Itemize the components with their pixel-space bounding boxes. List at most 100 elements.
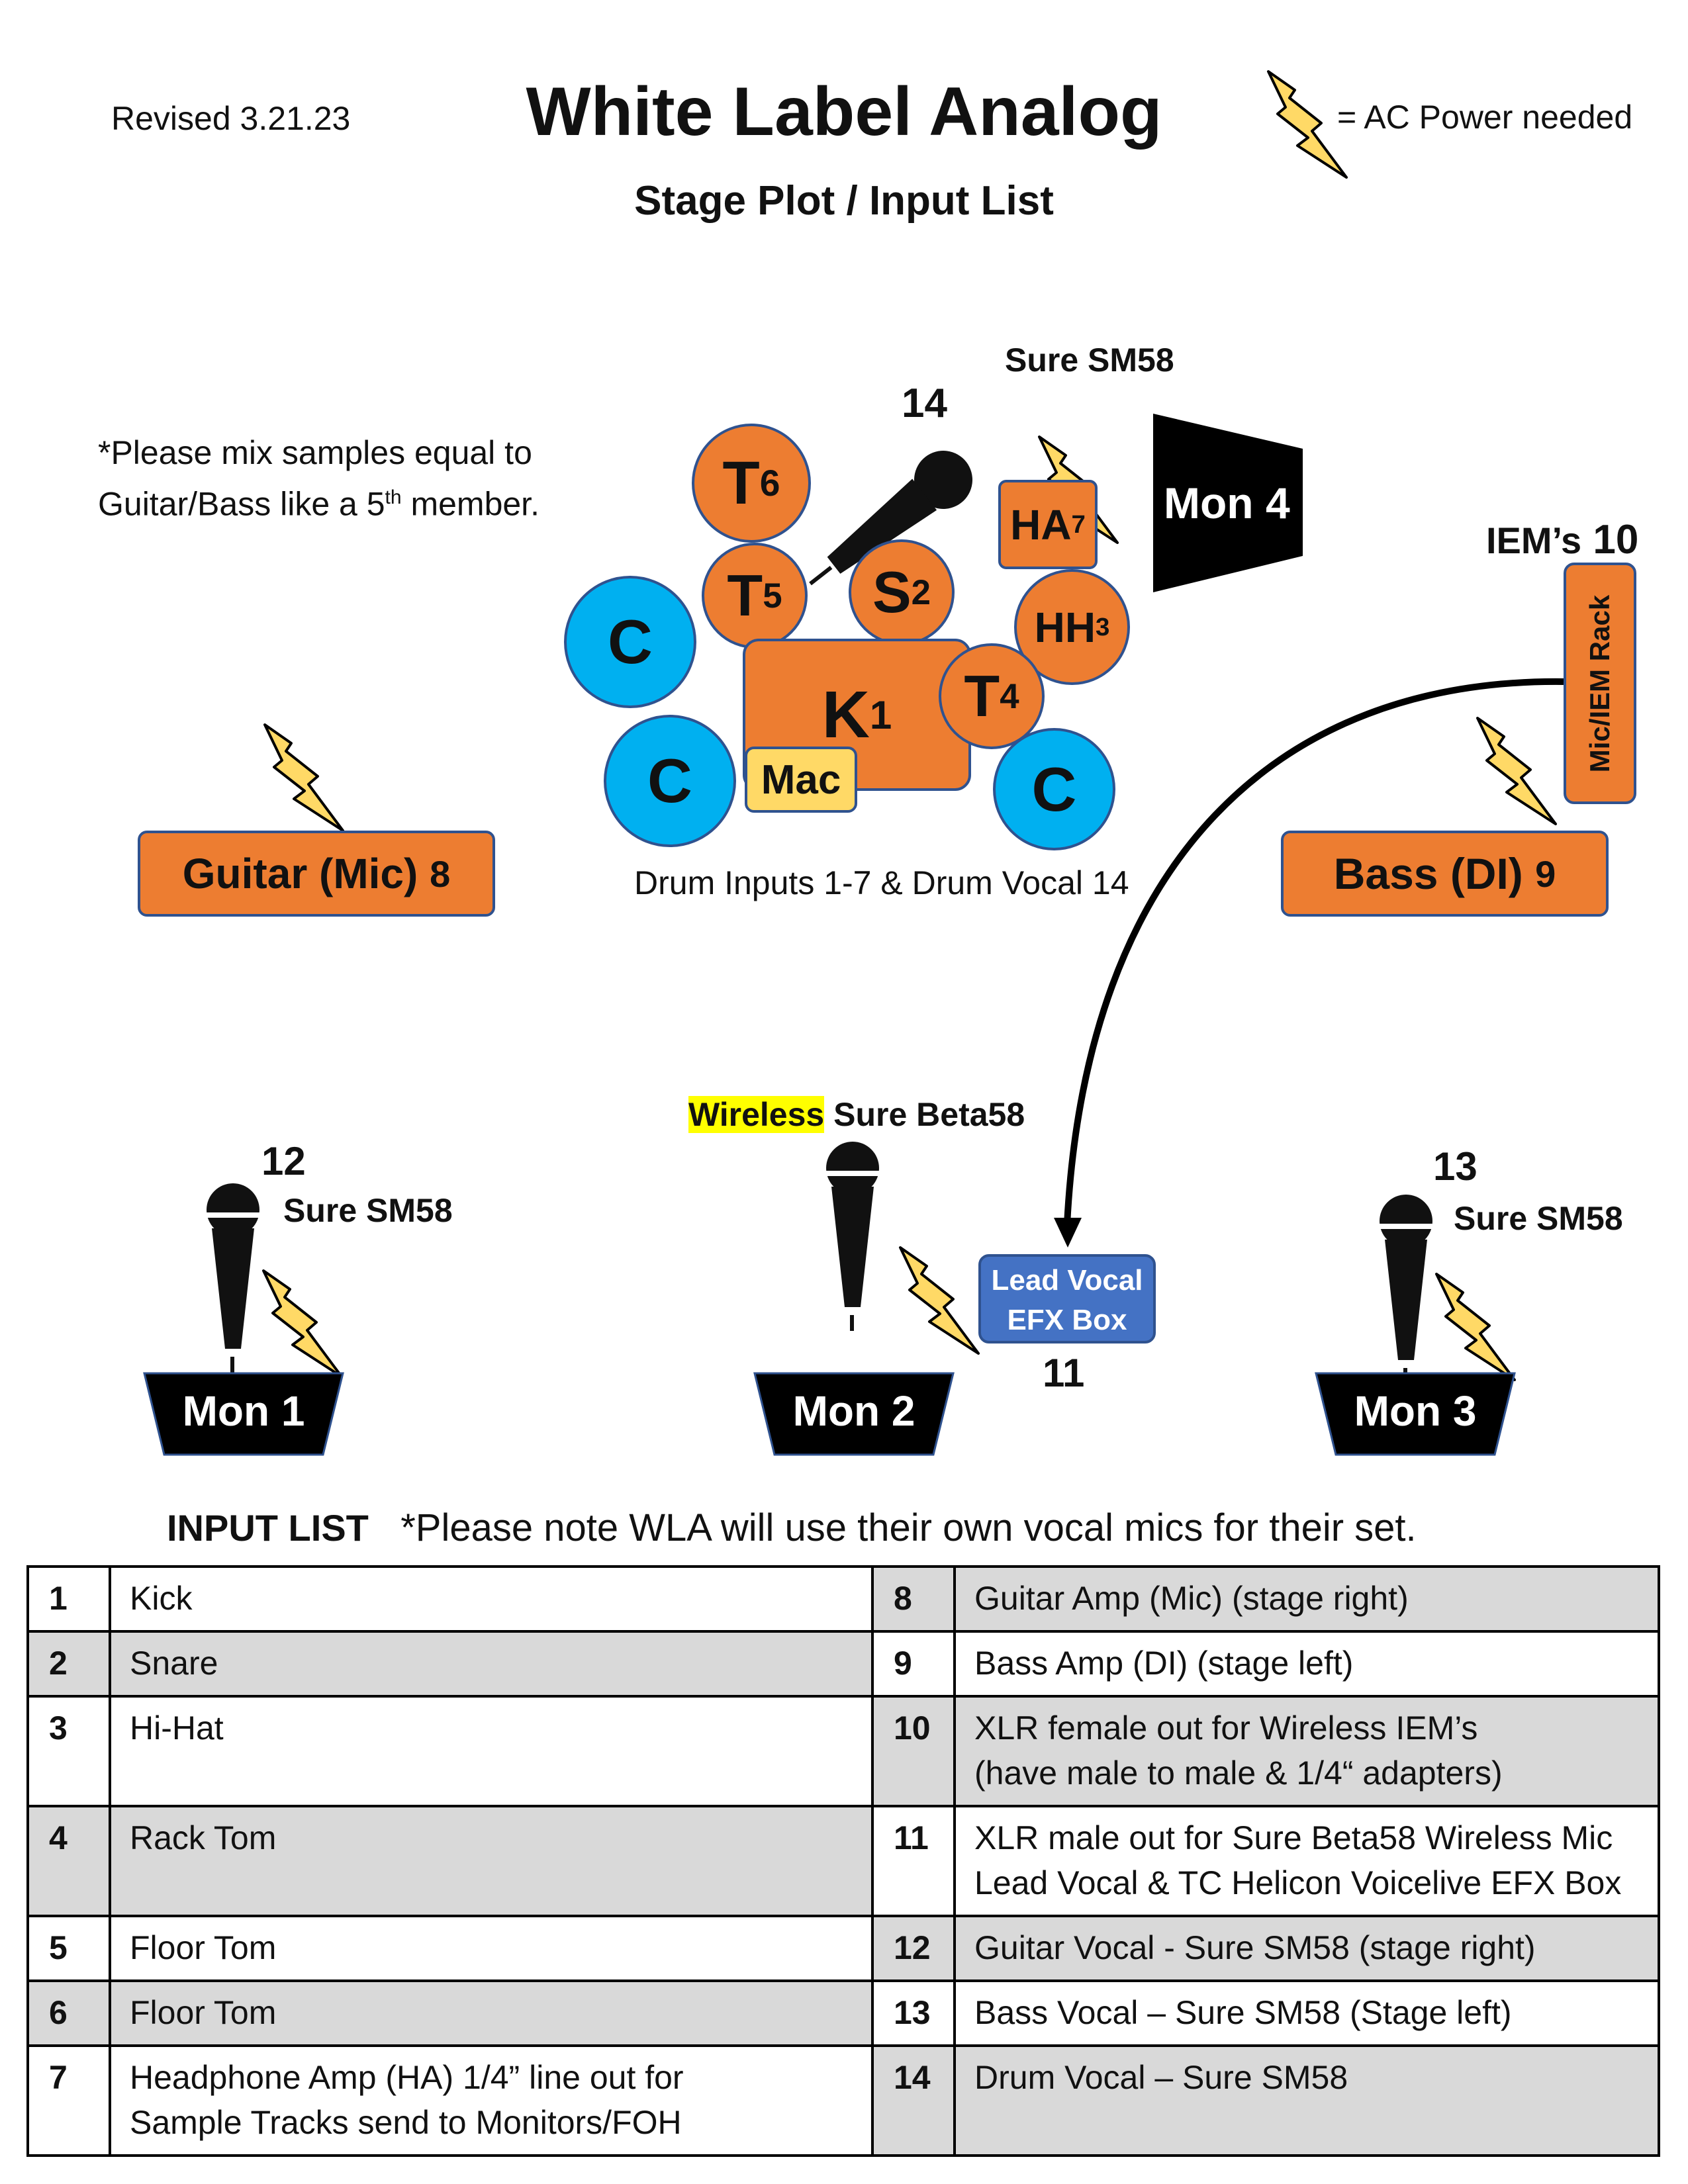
input-description: Rack Tom <box>109 1805 874 1917</box>
drum-inputs-caption: Drum Inputs 1-7 & Drum Vocal 14 <box>634 864 1129 901</box>
mic-iem-rack-label: Mic/IEM Rack <box>1584 594 1615 772</box>
monitor-wedge-icon <box>1315 1372 1516 1456</box>
input-description-line: Hi-Hat <box>130 1709 224 1747</box>
input-description-line: Guitar Vocal - Sure SM58 (stage right) <box>974 1929 1536 1966</box>
input-number: 7 <box>26 2044 111 2157</box>
guitar-amp-label: Guitar (Mic) <box>182 850 418 897</box>
lead-vocal-efx-box: Lead Vocal EFX Box <box>978 1254 1156 1343</box>
drum-input-num: 2 <box>911 572 931 612</box>
drum-letter: HA <box>1010 500 1072 549</box>
drum-letter: K <box>821 677 870 752</box>
table-row: 5 Floor Tom 12 Guitar Vocal - Sure SM58 (st… <box>26 1915 1660 1982</box>
drum-input-num: 4 <box>1000 676 1019 716</box>
input-number: 9 <box>871 1630 956 1698</box>
cymbal-left-bottom: C <box>604 715 736 847</box>
iem-number: 10 <box>1593 517 1639 563</box>
input-description: Floor Tom <box>109 1915 874 1982</box>
input-description: Snare <box>109 1630 874 1698</box>
mic-iem-rack: Mic/IEM Rack <box>1564 563 1636 804</box>
lightning-power-icon <box>1267 70 1348 179</box>
microphone-icon <box>826 1142 879 1331</box>
bass-amp-number: 9 <box>1535 852 1556 895</box>
cymbal-left-top: C <box>564 576 696 708</box>
page-subtitle: Stage Plot / Input List <box>634 178 1054 224</box>
drum-input-num: 6 <box>759 463 780 504</box>
monitor-1-label: Mon 1 <box>182 1387 305 1435</box>
input-number: 6 <box>26 1979 111 2047</box>
input-number: 11 <box>871 1805 956 1917</box>
microphone-icon <box>809 451 972 586</box>
input-description-line: Lead Vocal & TC Helicon Voicelive EFX Bo… <box>974 1864 1622 1901</box>
input-description: Guitar Vocal - Sure SM58 (stage right) <box>953 1915 1660 1982</box>
input-number: 12 <box>871 1915 956 1982</box>
lead-vocal-mic-label: Wireless Sure Beta58 <box>688 1095 1025 1134</box>
drum-input-num: 7 <box>1071 510 1086 539</box>
input-description-line: Floor Tom <box>130 1929 277 1966</box>
drum-vocal-number: 14 <box>902 381 947 426</box>
monitor-wedge-icon <box>143 1372 344 1456</box>
input-description: Bass Amp (DI) (stage left) <box>953 1630 1660 1698</box>
samples-note-post: member. <box>401 485 539 523</box>
input-description: Hi-Hat <box>109 1695 874 1807</box>
lead-mic-model: Sure Beta58 <box>824 1096 1025 1133</box>
input-number: 2 <box>26 1630 111 1698</box>
input-description: XLR male out for Sure Beta58 Wireless Mi… <box>953 1805 1660 1917</box>
samples-note: *Please mix samples equal to Guitar/Bass… <box>98 430 539 527</box>
efx-line1: Lead Vocal <box>991 1264 1143 1297</box>
samples-note-sup: th <box>385 486 402 508</box>
monitor-3-label: Mon 3 <box>1354 1387 1477 1435</box>
guitar-vocal-number: 12 <box>261 1139 306 1183</box>
input-number: 5 <box>26 1915 111 1982</box>
cymbal-right: C <box>993 728 1115 850</box>
monitor-4-label: Mon 4 <box>1164 478 1290 527</box>
input-description-line: XLR male out for Sure Beta58 Wireless Mi… <box>974 1819 1613 1856</box>
lightning-power-icon <box>1435 1273 1516 1381</box>
input-number: 4 <box>26 1805 111 1917</box>
input-description-line: (have male to male & 1/4“ adapters) <box>974 1754 1503 1792</box>
drum-input-num: 1 <box>869 692 892 737</box>
input-description-line: Drum Vocal – Sure SM58 <box>974 2059 1348 2096</box>
drum-letter: HH <box>1034 603 1096 651</box>
input-description-line: Kick <box>130 1580 193 1617</box>
guitar-amp-number: 8 <box>430 852 451 895</box>
input-description-line: Headphone Amp (HA) 1/4” line out for <box>130 2059 684 2096</box>
input-description-line: Bass Amp (DI) (stage left) <box>974 1645 1354 1682</box>
input-description: Kick <box>109 1565 874 1633</box>
monitor-2-label: Mon 2 <box>792 1387 915 1435</box>
input-number: 3 <box>26 1695 111 1807</box>
mac-laptop: Mac <box>745 747 857 813</box>
input-description: Drum Vocal – Sure SM58 <box>953 2044 1660 2157</box>
revised-date: Revised 3.21.23 <box>111 100 351 137</box>
input-description-line: XLR female out for Wireless IEM’s <box>974 1709 1478 1747</box>
input-description-line: Floor Tom <box>130 1994 277 2031</box>
guitar-vocal-mic-label: Sure SM58 <box>283 1192 453 1229</box>
samples-note-line2: Guitar/Bass like a 5th member. <box>98 475 539 527</box>
page-title: White Label Analog <box>526 73 1162 150</box>
bass-vocal-number: 13 <box>1433 1144 1477 1189</box>
input-description-line: Bass Vocal – Sure SM58 (Stage left) <box>974 1994 1512 2031</box>
input-description: XLR female out for Wireless IEM’s (have m… <box>953 1695 1660 1807</box>
input-number: 10 <box>871 1695 956 1807</box>
input-number: 8 <box>871 1565 956 1633</box>
drum-letter: T <box>964 663 1000 729</box>
input-number: 14 <box>871 2044 956 2157</box>
drum-vocal-mic-label: Sure SM58 <box>1005 341 1174 379</box>
microphone-icon <box>1380 1195 1432 1384</box>
input-list-title: INPUT LIST <box>167 1507 369 1549</box>
samples-note-pre: Guitar/Bass like a 5 <box>98 485 385 523</box>
iem-label-text: IEM’s <box>1486 520 1582 561</box>
input-description: Guitar Amp (Mic) (stage right) <box>953 1565 1660 1633</box>
cable-arrowhead-icon <box>1054 1218 1082 1248</box>
input-description: Floor Tom <box>109 1979 874 2047</box>
